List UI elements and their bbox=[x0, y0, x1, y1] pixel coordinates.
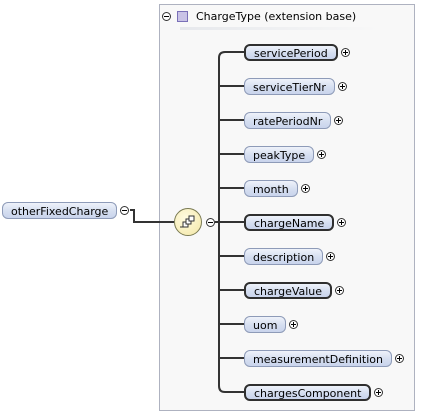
expand-icon[interactable] bbox=[334, 116, 344, 125]
branch-line bbox=[218, 385, 244, 393]
element-rate-period-nr[interactable]: ratePeriodNr bbox=[244, 112, 332, 129]
element-label: ratePeriodNr bbox=[253, 115, 323, 128]
element-measurement-definition[interactable]: measurementDefinition bbox=[244, 350, 393, 367]
element-label: description bbox=[253, 251, 315, 264]
branch-lines bbox=[218, 51, 244, 393]
element-label: serviceTierNr bbox=[253, 81, 326, 94]
header-divider bbox=[180, 27, 380, 30]
expand-icon[interactable] bbox=[395, 354, 405, 363]
element-label: chargesComponent bbox=[254, 387, 362, 400]
root-element-label: otherFixedCharge bbox=[11, 205, 109, 218]
root-element[interactable]: otherFixedCharge bbox=[2, 202, 118, 219]
element-uom[interactable]: uom bbox=[244, 316, 287, 333]
container-header: ChargeType (extension base) bbox=[162, 8, 356, 24]
element-description[interactable]: description bbox=[244, 248, 324, 265]
sequence-compositor-icon[interactable] bbox=[174, 208, 202, 236]
element-month[interactable]: month bbox=[244, 180, 298, 197]
expand-icon[interactable] bbox=[317, 150, 327, 159]
expand-icon[interactable] bbox=[337, 82, 347, 91]
expand-icon[interactable] bbox=[300, 184, 310, 193]
expand-icon[interactable] bbox=[374, 388, 384, 397]
element-service-period[interactable]: servicePeriod bbox=[244, 44, 338, 61]
element-label: month bbox=[253, 183, 289, 196]
expand-icon[interactable] bbox=[289, 320, 299, 329]
element-peak-type[interactable]: peakType bbox=[244, 146, 315, 163]
expand-icon[interactable] bbox=[340, 48, 350, 57]
element-charge-value[interactable]: chargeValue bbox=[244, 282, 333, 299]
extension-container bbox=[159, 4, 415, 411]
element-label: measurementDefinition bbox=[253, 353, 384, 366]
root-connector bbox=[130, 209, 174, 223]
branch-line bbox=[218, 51, 244, 59]
collapse-icon[interactable] bbox=[206, 218, 215, 227]
collapse-icon[interactable] bbox=[162, 11, 171, 21]
element-label: peakType bbox=[253, 149, 306, 162]
element-charges-component[interactable]: chargesComponent bbox=[244, 384, 372, 401]
container-title: ChargeType (extension base) bbox=[196, 9, 357, 23]
element-label: uom bbox=[253, 319, 278, 332]
element-label: chargeValue bbox=[254, 285, 323, 298]
complex-type-icon bbox=[177, 10, 188, 22]
element-label: chargeName bbox=[254, 217, 325, 230]
collapse-icon[interactable] bbox=[120, 206, 129, 215]
expand-icon[interactable] bbox=[326, 252, 336, 261]
expand-icon[interactable] bbox=[337, 218, 347, 227]
expand-icon[interactable] bbox=[335, 286, 345, 295]
element-service-tier-nr[interactable]: serviceTierNr bbox=[244, 78, 335, 95]
element-charge-name[interactable]: chargeName bbox=[244, 214, 335, 231]
element-label: servicePeriod bbox=[254, 47, 328, 60]
